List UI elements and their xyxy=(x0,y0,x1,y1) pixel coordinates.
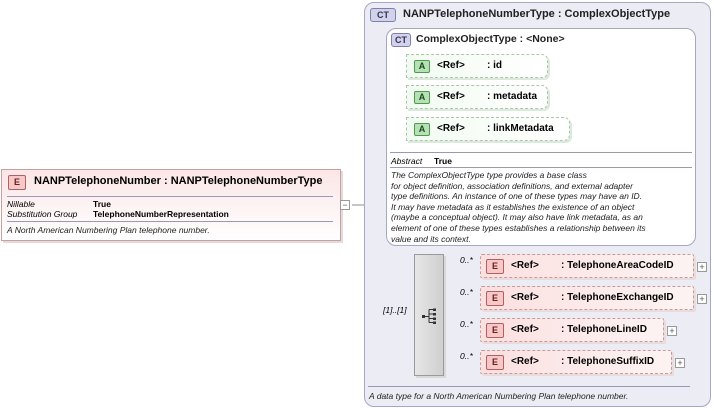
sequence-cardinality: [1]..[1] xyxy=(383,305,407,315)
element-name: : TelephoneSuffixID xyxy=(561,356,655,367)
occurrence-label: 0..* xyxy=(460,319,473,329)
element-badge: E xyxy=(486,259,504,274)
doc-line: element of one of these types establishe… xyxy=(391,222,646,233)
root-element-doc: A North American Numbering Plan telephon… xyxy=(7,225,210,235)
substitution-group-value: TelephoneNumberRepresentation xyxy=(93,209,229,219)
expand-toggle[interactable]: + xyxy=(697,294,707,304)
doc-line: The ComplexObjectType type provides a ba… xyxy=(391,170,587,180)
element-badge: E xyxy=(486,291,504,306)
element-name: : TelephoneAreaCodeID xyxy=(561,260,674,271)
occurrence-label: 0..* xyxy=(460,255,473,265)
substitution-group-label: Substitution Group xyxy=(7,209,78,219)
root-element-box[interactable]: E NANPTelephoneNumber : NANPTelephoneNum… xyxy=(1,169,341,241)
sequence-compositor[interactable] xyxy=(414,254,444,376)
attribute-badge: A xyxy=(414,60,430,73)
doc-line: type definitions. An instance of one of … xyxy=(391,191,643,202)
element-badge: E xyxy=(8,175,26,190)
sequence-icon xyxy=(422,308,436,324)
divider xyxy=(390,167,692,168)
attribute-ref: <Ref> xyxy=(437,91,465,102)
element-name: : TelephoneExchangeID xyxy=(561,292,674,303)
attribute-name: : linkMetadata xyxy=(487,123,554,134)
divider xyxy=(368,386,690,387)
root-element-type: : NANPTelephoneNumberType xyxy=(163,175,323,187)
base-type-doc: The ComplexObjectType type provides a ba… xyxy=(391,170,691,244)
element-ref: <Ref> xyxy=(511,292,539,303)
nillable-value: True xyxy=(93,199,111,209)
root-element-name-text: NANPTelephoneNumber xyxy=(34,175,161,187)
divider xyxy=(7,196,333,197)
element-badge: E xyxy=(486,323,504,338)
attribute-name: : metadata xyxy=(487,91,538,102)
attribute-metadata[interactable]: A <Ref> : metadata xyxy=(406,85,548,109)
element-name: : TelephoneLineID xyxy=(561,324,647,335)
attribute-ref: <Ref> xyxy=(437,60,465,71)
nillable-label: Nillable xyxy=(7,199,35,209)
element-telephone-area-code-id[interactable]: E <Ref> : TelephoneAreaCodeID xyxy=(480,254,694,278)
attribute-id[interactable]: A <Ref> : id xyxy=(406,54,548,78)
expand-toggle[interactable]: + xyxy=(675,358,685,368)
element-ref: <Ref> xyxy=(511,356,539,367)
divider xyxy=(390,152,692,153)
element-ref: <Ref> xyxy=(511,260,539,271)
attribute-name: : id xyxy=(487,60,502,71)
divider xyxy=(7,221,333,222)
root-element-name: NANPTelephoneNumber : NANPTelephoneNumbe… xyxy=(34,175,322,187)
abstract-label: Abstract xyxy=(391,156,423,166)
complex-type-badge: CT xyxy=(370,8,396,22)
element-telephone-suffix-id[interactable]: E <Ref> : TelephoneSuffixID xyxy=(480,350,672,374)
base-type-title: ComplexObjectType : <None> xyxy=(416,33,565,45)
attribute-ref: <Ref> xyxy=(437,123,465,134)
occurrence-label: 0..* xyxy=(460,351,473,361)
collapse-toggle[interactable]: − xyxy=(340,200,350,210)
doc-line: value and its context. xyxy=(391,233,471,244)
complex-type-title: NANPTelephoneNumberType : ComplexObjectT… xyxy=(403,8,671,20)
attribute-badge: A xyxy=(414,123,430,136)
expand-toggle[interactable]: + xyxy=(667,326,677,336)
attribute-badge: A xyxy=(414,91,430,104)
expand-toggle[interactable]: + xyxy=(697,262,707,272)
element-badge: E xyxy=(486,355,504,370)
doc-line: for object definition, association defin… xyxy=(391,180,633,191)
element-ref: <Ref> xyxy=(511,324,539,335)
complex-type-doc: A data type for a North American Numberi… xyxy=(369,391,629,401)
base-type-badge: CT xyxy=(391,33,411,47)
abstract-value: True xyxy=(434,156,452,166)
element-telephone-exchange-id[interactable]: E <Ref> : TelephoneExchangeID xyxy=(480,286,694,310)
occurrence-label: 0..* xyxy=(460,287,473,297)
doc-line: (maybe a conceptual object). It may also… xyxy=(391,212,643,223)
element-telephone-line-id[interactable]: E <Ref> : TelephoneLineID xyxy=(480,318,664,342)
doc-line: It may have metadata as it establishes t… xyxy=(391,201,635,212)
attribute-link-metadata[interactable]: A <Ref> : linkMetadata xyxy=(406,117,570,141)
